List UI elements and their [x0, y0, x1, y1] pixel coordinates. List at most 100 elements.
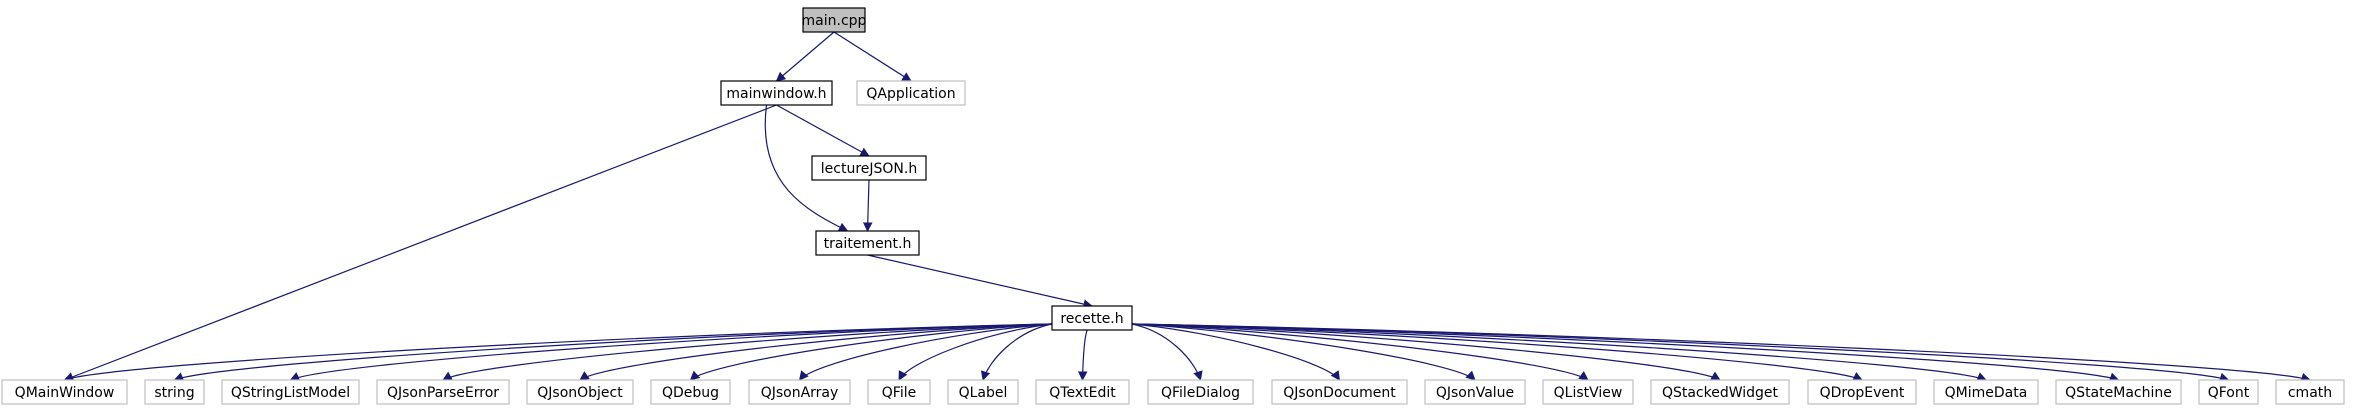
node-qjsonparseerror-label: QJsonParseError [387, 385, 499, 401]
node-qstringlistmodel-box [221, 379, 360, 405]
node-qtextedit-label: QTextEdit [1049, 385, 1116, 401]
node-qjsonvalue[interactable]: QJsonValue [1424, 379, 1526, 405]
node-qfile[interactable]: QFile [867, 379, 931, 405]
node-qmimedata-box [1933, 379, 2039, 405]
node-qfile-label: QFile [882, 385, 916, 401]
node-qapplication-box [856, 80, 966, 106]
node-mainwindow-box [720, 80, 833, 106]
node-traitement-box [815, 230, 920, 256]
edge-recette-to-qlabel [980, 323, 1053, 381]
node-lecturejson-label: lectureJSON.h [821, 161, 917, 177]
node-qjsonobject-box [526, 379, 634, 405]
edge-recette-to-qfiledialog [1131, 323, 1203, 381]
node-qmimedata[interactable]: QMimeData [1933, 379, 2039, 405]
node-qdropevent[interactable]: QDropEvent [1807, 379, 1917, 405]
node-qmimedata-label: QMimeData [1945, 385, 2028, 401]
node-cmath[interactable]: cmath [2275, 379, 2345, 405]
node-qfont[interactable]: QFont [2198, 379, 2259, 405]
edge-recette-to-qstringlistmodel [289, 323, 1053, 381]
edge-recette-to-qstatemachine [1131, 323, 2120, 382]
edge-recette-to-qjsonparseerror [442, 323, 1053, 381]
node-traitement-label: traitement.h [824, 236, 912, 252]
edge-recette-to-qjsonvalue [1131, 323, 1476, 381]
node-qapplication[interactable]: QApplication [856, 80, 966, 106]
node-lecturejson-box [811, 155, 927, 181]
node-main[interactable]: main.cpp [802, 7, 867, 33]
node-qjsonparseerror[interactable]: QJsonParseError [376, 379, 510, 405]
node-qfiledialog-box [1147, 379, 1254, 405]
node-qjsonparseerror-box [376, 379, 510, 405]
node-qstackedwidget-label: QStackedWidget [1662, 385, 1779, 401]
edge-main-to-qapplication [833, 31, 912, 82]
edge-recette-to-qjsonobject [579, 323, 1053, 381]
edge-recette-to-qfile [898, 323, 1053, 381]
edge-recette-to-qlistview [1131, 323, 1589, 381]
node-qstringlistmodel[interactable]: QStringListModel [221, 379, 360, 405]
node-mainwindow[interactable]: mainwindow.h [720, 80, 833, 106]
node-qstackedwidget[interactable]: QStackedWidget [1650, 379, 1790, 405]
edge-mainwindow-to-traitement [764, 104, 849, 232]
node-qstatemachine-box [2055, 379, 2182, 405]
node-mainwindow-label: mainwindow.h [726, 86, 826, 102]
node-qfont-box [2198, 379, 2259, 405]
node-lecturejson[interactable]: lectureJSON.h [811, 155, 927, 181]
node-traitement[interactable]: traitement.h [815, 230, 920, 256]
node-qstatemachine[interactable]: QStateMachine [2055, 379, 2182, 405]
node-qstatemachine-label: QStateMachine [2065, 385, 2172, 401]
edge-recette-to-qmainwindow [63, 323, 1053, 382]
edges-layer [63, 31, 2311, 383]
node-qjsonvalue-box [1424, 379, 1526, 405]
node-qdebug[interactable]: QDebug [650, 379, 731, 405]
node-qstringlistmodel-label: QStringListModel [231, 385, 350, 401]
edge-recette-to-qstackedwidget [1131, 323, 1721, 381]
node-cmath-box [2275, 379, 2345, 405]
edge-lecturejson-to-traitement [862, 179, 873, 232]
edge-traitement-to-recette [867, 254, 1093, 309]
node-qfont-label: QFont [2208, 385, 2250, 401]
node-main-box [802, 7, 866, 33]
node-qjsondocument[interactable]: QJsonDocument [1271, 379, 1408, 405]
node-qlabel[interactable]: QLabel [947, 379, 1019, 405]
node-qtextedit[interactable]: QTextEdit [1035, 379, 1130, 405]
node-recette-box [1051, 305, 1133, 331]
node-qlistview-box [1542, 379, 1634, 405]
edge-recette-to-cmath [1131, 323, 2311, 383]
edge-recette-to-qdebug [689, 323, 1053, 381]
node-qjsondocument-box [1271, 379, 1408, 405]
node-string[interactable]: string [144, 379, 205, 405]
node-qdebug-box [650, 379, 731, 405]
node-qjsonarray[interactable]: QJsonArray [748, 379, 851, 405]
node-qlistview-label: QListView [1554, 385, 1623, 401]
node-qfile-box [867, 379, 931, 405]
node-qjsonarray-label: QJsonArray [761, 385, 839, 401]
node-qlabel-box [947, 379, 1019, 405]
node-qdebug-label: QDebug [662, 385, 719, 401]
node-qlistview[interactable]: QListView [1542, 379, 1634, 405]
node-string-box [144, 379, 205, 405]
node-qstackedwidget-box [1650, 379, 1790, 405]
edge-mainwindow-to-qmainwindow [63, 104, 777, 382]
node-qjsonobject-label: QJsonObject [537, 385, 623, 401]
node-recette[interactable]: recette.h [1051, 305, 1133, 331]
node-qtextedit-box [1035, 379, 1130, 405]
node-recette-label: recette.h [1060, 311, 1123, 327]
node-qjsonobject[interactable]: QJsonObject [526, 379, 634, 405]
node-qjsonarray-box [748, 379, 851, 405]
node-main-label: main.cpp [802, 13, 867, 29]
edge-main-to-mainwindow [775, 31, 835, 82]
edge-recette-to-qjsondocument [1131, 323, 1341, 381]
edge-recette-to-qjsonarray [798, 323, 1053, 381]
node-string-label: string [154, 385, 194, 401]
node-qjsondocument-label: QJsonDocument [1283, 385, 1396, 401]
edge-recette-to-qmimedata [1131, 323, 1987, 382]
node-qdropevent-box [1807, 379, 1917, 405]
node-qmainwindow-label: QMainWindow [15, 385, 115, 401]
node-qfiledialog-label: QFileDialog [1161, 385, 1240, 401]
edge-mainwindow-to-lecturejson [776, 104, 870, 157]
node-qdropevent-label: QDropEvent [1820, 385, 1905, 401]
node-qmainwindow[interactable]: QMainWindow [1, 379, 128, 405]
node-qfiledialog[interactable]: QFileDialog [1147, 379, 1254, 405]
edge-recette-to-qdropevent [1131, 323, 1863, 381]
node-qlabel-label: QLabel [959, 385, 1008, 401]
